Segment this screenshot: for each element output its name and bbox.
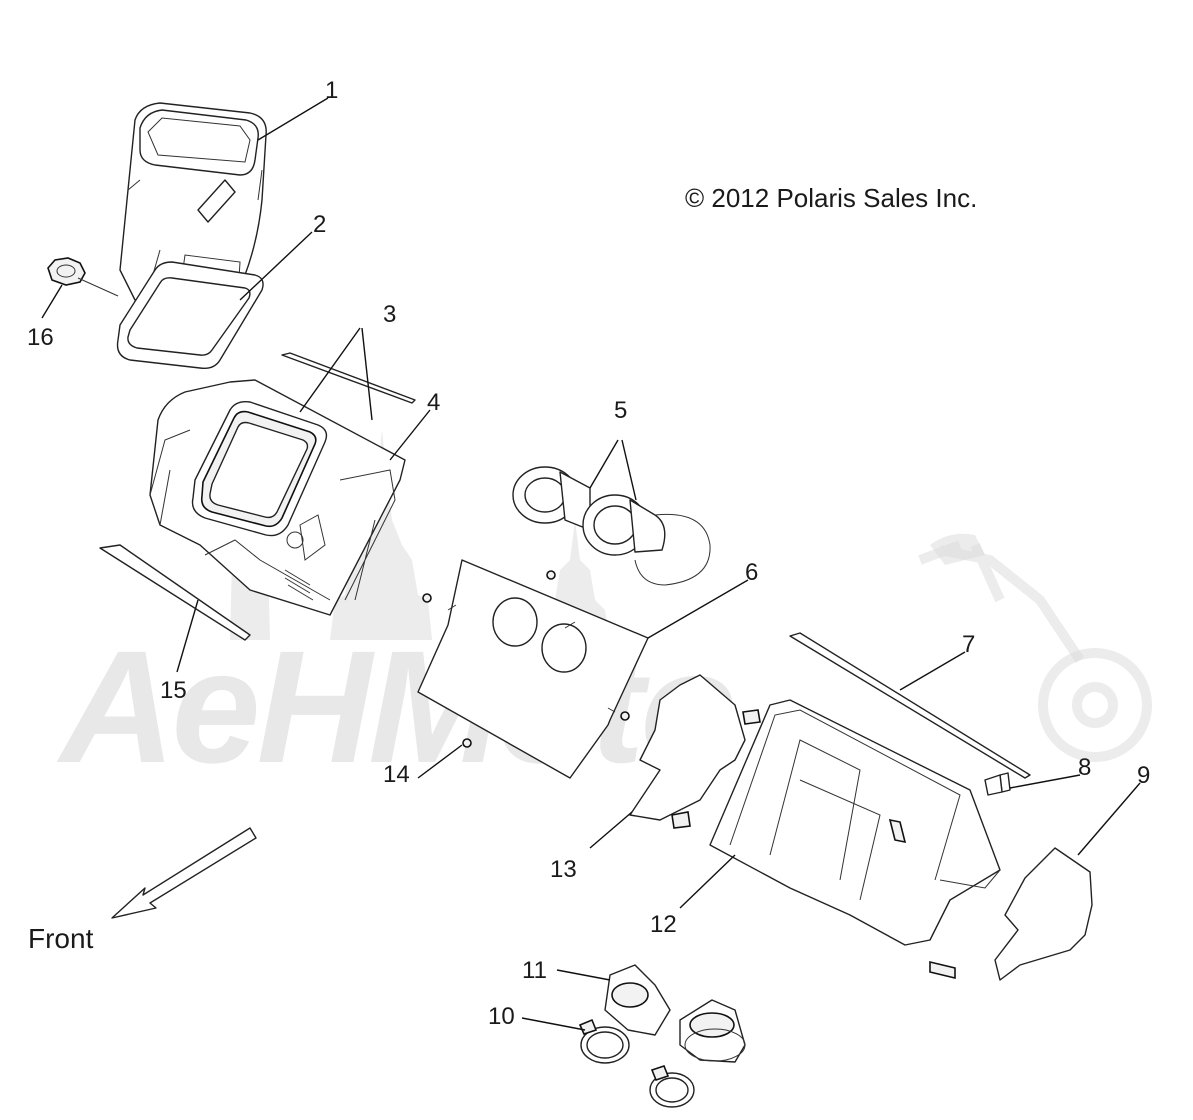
part-9-heat-shield [994,847,1093,981]
leader-lines [41,97,1141,1031]
part-12-airbox-base [671,699,1001,980]
part-4-airbox-cover [149,379,406,616]
callout-7: 7 [962,631,975,658]
callout-15: 15 [160,677,187,704]
watermark-motorcycle-silhouette [918,533,1152,762]
callout-13: 13 [550,856,577,883]
part-13-heat-shield [629,674,746,821]
part-10-hose-clamps [578,1018,695,1108]
callouts: 1 2 3 4 5 6 7 8 9 10 11 12 13 14 15 16 [27,77,1150,1030]
callout-5: 5 [614,397,627,424]
front-direction-arrow: Front [28,827,257,954]
callout-16: 16 [27,324,54,351]
callout-9: 9 [1137,762,1150,789]
callout-6: 6 [745,559,758,586]
part-8-clip [984,772,1011,796]
part-2-gasket [116,261,264,370]
callout-10: 10 [488,1003,515,1030]
part-11-throttle-boots [604,964,746,1063]
callout-4: 4 [427,389,440,416]
callout-1: 1 [325,77,338,104]
part-15-seal-strip [99,544,251,641]
callout-14: 14 [383,761,410,788]
callout-2: 2 [313,211,326,238]
callout-11: 11 [522,957,547,984]
part-7-filter-foam [789,632,1031,779]
part-1-intake-duct [119,102,267,306]
part-6-mounting-plate [417,559,649,779]
callout-12: 12 [650,911,677,938]
copyright-text: © 2012 Polaris Sales Inc. [685,183,977,213]
part-3-filter-plate [281,352,416,404]
part-5-intake-boots [512,466,711,586]
part-16-knob [47,257,119,297]
callout-3: 3 [383,301,396,328]
front-label: Front [28,923,94,954]
callout-8: 8 [1078,754,1091,781]
